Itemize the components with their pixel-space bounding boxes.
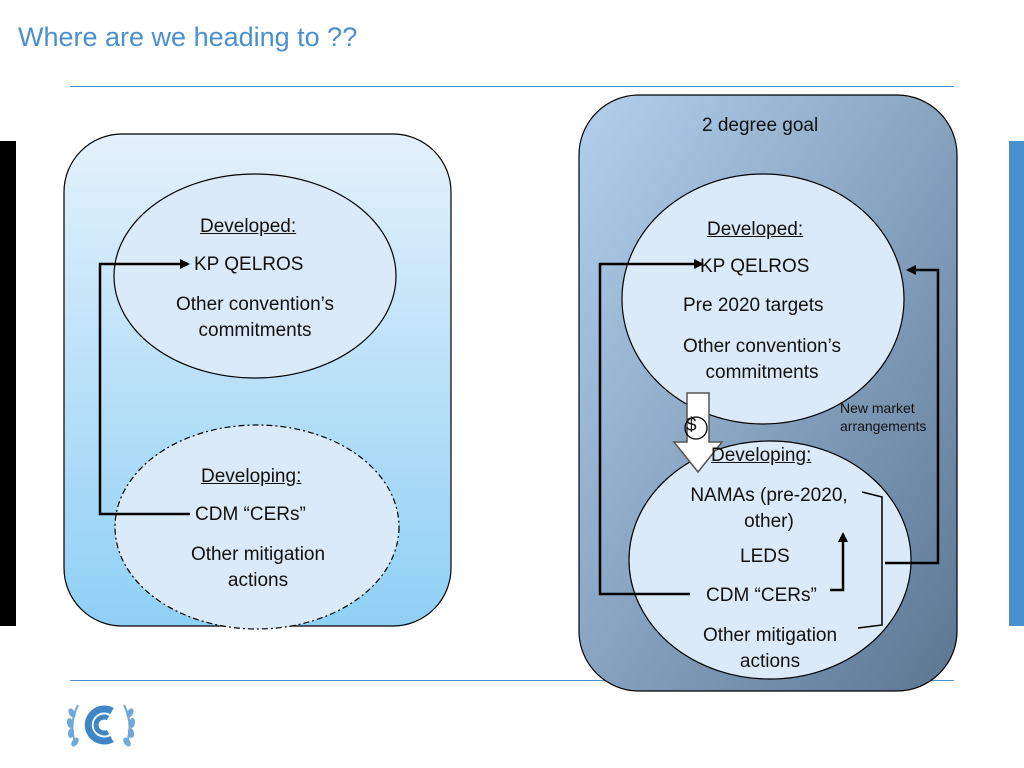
- right-flow-arrow-left: [598, 259, 704, 596]
- dollar-sign: $: [686, 415, 697, 436]
- goal-label: 2 degree goal: [702, 115, 819, 136]
- right-developing-item-other: Other mitigation actions: [702, 625, 838, 672]
- page-title: Where are we heading to ??: [18, 22, 358, 52]
- right-developing-item-leds: LEDS: [740, 546, 790, 567]
- right-developed-heading: Developed:: [707, 219, 804, 240]
- top-divider: [70, 86, 954, 87]
- left-developed-item-kp: KP QELROS: [194, 254, 304, 275]
- right-developed-item-kp: KP QELROS: [700, 256, 810, 277]
- left-developing-ellipse: [114, 424, 400, 630]
- bottom-divider: [70, 680, 954, 681]
- right-developed-item-pre2020: Pre 2020 targets: [683, 295, 824, 316]
- right-developed-item-other: Other convention’s commitments: [682, 336, 842, 383]
- right-side-bar: [1009, 141, 1024, 626]
- left-flow-arrow: [98, 259, 190, 516]
- left-developed-ellipse: [113, 173, 397, 379]
- right-developing-ellipse: [628, 440, 912, 680]
- right-developing-heading: Developing:: [711, 445, 812, 466]
- cdm-up-arrow: [830, 532, 848, 592]
- right-developed-ellipse: [621, 173, 905, 425]
- left-developed-heading: Developed:: [200, 216, 297, 237]
- left-developing-item-other: Other mitigation actions: [190, 544, 326, 591]
- left-side-bar: [0, 141, 16, 626]
- right-developing-item-namas: NAMAs (pre-2020, other): [690, 485, 848, 532]
- unfccc-logo: [66, 697, 136, 753]
- dollar-circle: [684, 416, 708, 440]
- finance-down-arrow: [672, 392, 724, 474]
- new-market-label: New market arrangements: [840, 400, 927, 434]
- developing-bracket: [857, 491, 883, 629]
- left-developing-item-cdm: CDM “CERs”: [195, 504, 306, 525]
- left-developing-heading: Developing:: [201, 466, 302, 487]
- right-flow-arrow-right: [885, 265, 940, 565]
- left-developed-item-other: Other convention’s commitments: [175, 294, 335, 341]
- right-developing-item-cdm: CDM “CERs”: [706, 585, 817, 606]
